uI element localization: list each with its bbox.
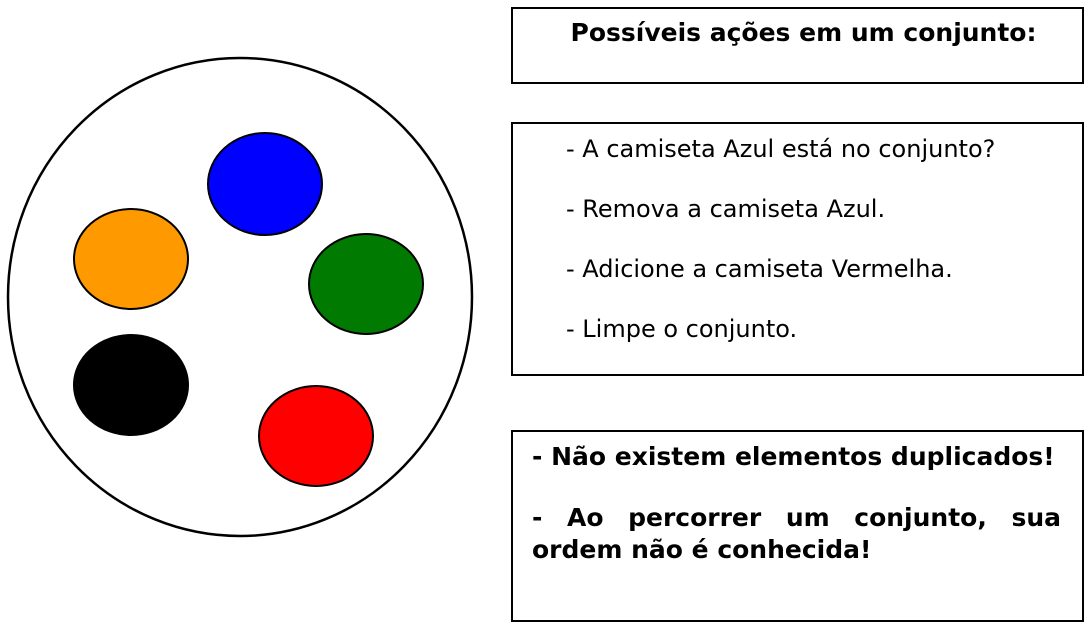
note-no-duplicates: - Não existem elementos duplicados! xyxy=(532,442,1055,471)
tshirt-green xyxy=(308,233,424,335)
tshirt-black xyxy=(73,334,189,436)
note-unordered: - Ao percorrer um conjunto, sua ordem nã… xyxy=(532,503,1061,564)
actions-box: - A camiseta Azul está no conjunto? - Re… xyxy=(511,122,1084,376)
tshirt-blue xyxy=(207,132,323,236)
tshirt-red xyxy=(258,385,374,487)
set-elements-group xyxy=(73,132,424,487)
diagram-title: Possíveis ações em um conjunto: xyxy=(570,18,1037,47)
notes-box: - Não existem elementos duplicados! - Ao… xyxy=(511,430,1084,622)
action-item-contains: - A camiseta Azul está no conjunto? xyxy=(566,135,996,163)
set-diagram xyxy=(6,56,474,538)
action-item-remove: - Remova a camiseta Azul. xyxy=(566,195,886,223)
action-item-clear: - Limpe o conjunto. xyxy=(566,315,798,343)
action-item-add: - Adicione a camiseta Vermelha. xyxy=(566,255,953,283)
title-box: Possíveis ações em um conjunto: xyxy=(511,7,1084,84)
tshirt-orange xyxy=(73,208,189,310)
